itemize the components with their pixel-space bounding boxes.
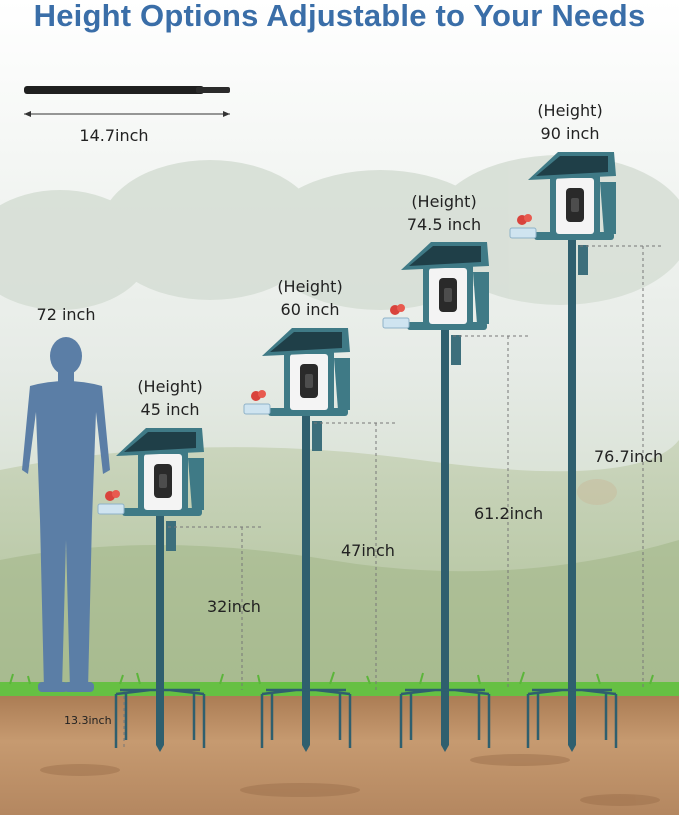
misty-trees xyxy=(0,155,679,310)
feeder-60-pole-label: 47inch xyxy=(341,541,395,560)
page-title: Height Options Adjustable to Your Needs xyxy=(33,0,646,33)
bird-feeder-camera-icon xyxy=(382,242,528,752)
pole-section-icon xyxy=(24,86,230,117)
feeder-90-height-caption: (Height) xyxy=(537,101,603,120)
feeder-45-pole-label: 32inch xyxy=(207,597,261,616)
feeder-60-height-caption: (Height) xyxy=(277,277,343,296)
bird-feeder-camera-icon xyxy=(509,152,663,752)
stake-depth-label: 13.3inch xyxy=(64,714,112,727)
person-height-label: 72 inch xyxy=(36,305,96,324)
feeder-group xyxy=(97,152,663,752)
feeder-745-pole-label: 61.2inch xyxy=(474,504,544,523)
feeder-90-pole-label: 76.7inch xyxy=(594,447,664,466)
feeder-745-height-value: 74.5 inch xyxy=(406,215,482,234)
feeder-60-height-value: 60 inch xyxy=(280,300,340,319)
feeder-45-height-value: 45 inch xyxy=(140,400,200,419)
feeder-45-height-caption: (Height) xyxy=(137,377,203,396)
bird-feeder-camera-icon xyxy=(97,428,262,752)
feeder-745-height-caption: (Height) xyxy=(411,192,477,211)
person-silhouette xyxy=(22,337,110,692)
bird-feeder-camera-icon xyxy=(243,328,396,752)
pole-length-label: 14.7inch xyxy=(79,126,149,145)
feeder-90-height-value: 90 inch xyxy=(540,124,600,143)
